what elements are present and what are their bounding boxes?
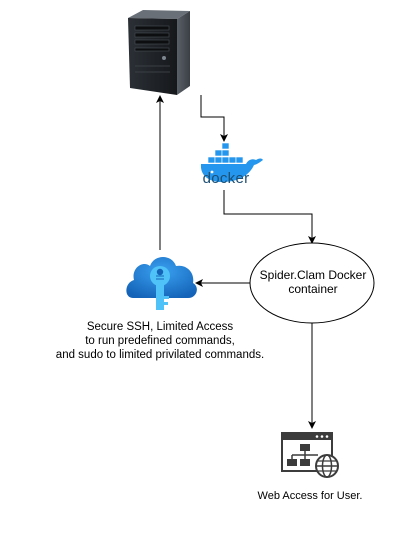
ssh-label-line: to run predefined commands,	[85, 335, 235, 347]
cloud-key-icon[interactable]	[126, 257, 197, 310]
edge-docker-to-container[interactable]	[223, 190, 316, 244]
container-node[interactable]	[249, 242, 375, 324]
ssh-label-line: Secure SSH, Limited Access	[86, 321, 234, 333]
ssh-label-line: and sudo to limited privilated commands.	[55, 349, 265, 361]
docker-whale-icon[interactable]	[200, 142, 263, 182]
server-tower-icon[interactable]	[128, 10, 190, 95]
docker-wordmark: docker	[202, 170, 250, 187]
container-label: Spider.Clam Docker container	[259, 268, 367, 296]
connectors	[156, 95, 316, 429]
web-sitemap-globe-icon[interactable]	[281, 432, 339, 478]
edge-server-to-docker[interactable]	[200, 95, 228, 142]
ssh-label: Secure SSH, Limited Access to run predef…	[20, 320, 300, 362]
web-access-label: Web Access for User.	[257, 490, 363, 502]
